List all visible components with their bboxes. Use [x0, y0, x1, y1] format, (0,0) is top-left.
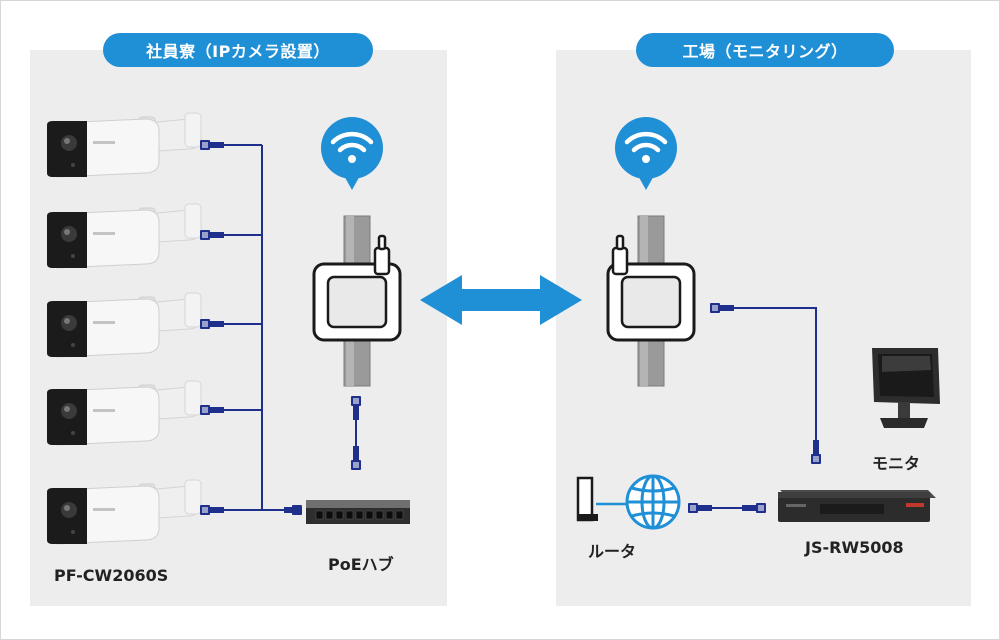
dormitory-title: 社員寮（IPカメラ設置）: [103, 33, 373, 67]
ethernet-connector-icon: [200, 140, 224, 150]
router-label: ルータ: [588, 542, 637, 561]
wireless-bridge-icon: [312, 214, 402, 388]
bidirectional-arrow-icon: [420, 275, 582, 325]
factory-title: 工場（モニタリング）: [636, 33, 894, 67]
ethernet-connector-icon: [200, 319, 224, 329]
monitor-icon: [872, 348, 940, 428]
antenna-icon: [373, 234, 391, 276]
router-icon: [576, 476, 598, 522]
globe-icon: [625, 474, 681, 530]
hub-uplink-cable: [351, 396, 361, 470]
ip-camera-icon: [46, 380, 202, 446]
recorder-icon: [778, 490, 936, 522]
internet-cable: [688, 503, 766, 513]
ethernet-connector-icon: [200, 505, 224, 515]
monitor-label: モニタ: [872, 454, 921, 473]
recorder-model-label: JS-RW5008: [805, 538, 904, 557]
wifi-bubble-icon: [321, 117, 383, 190]
ip-camera-icon: [46, 203, 202, 269]
ip-camera-icon: [46, 112, 202, 178]
poe-hub-label: PoEハブ: [328, 555, 394, 574]
camera-cables: [224, 144, 286, 511]
ip-camera-icon: [46, 292, 202, 358]
ethernet-connector-icon: [284, 505, 302, 515]
recorder-cable: [710, 303, 821, 464]
ip-camera-icon: [46, 479, 202, 545]
antenna-icon: [611, 234, 629, 276]
poe-hub-icon: [306, 500, 410, 524]
ethernet-connector-icon: [200, 405, 224, 415]
camera-model-label: PF-CW2060S: [54, 566, 169, 585]
wifi-bubble-icon: [615, 117, 677, 190]
ethernet-connector-icon: [200, 230, 224, 240]
